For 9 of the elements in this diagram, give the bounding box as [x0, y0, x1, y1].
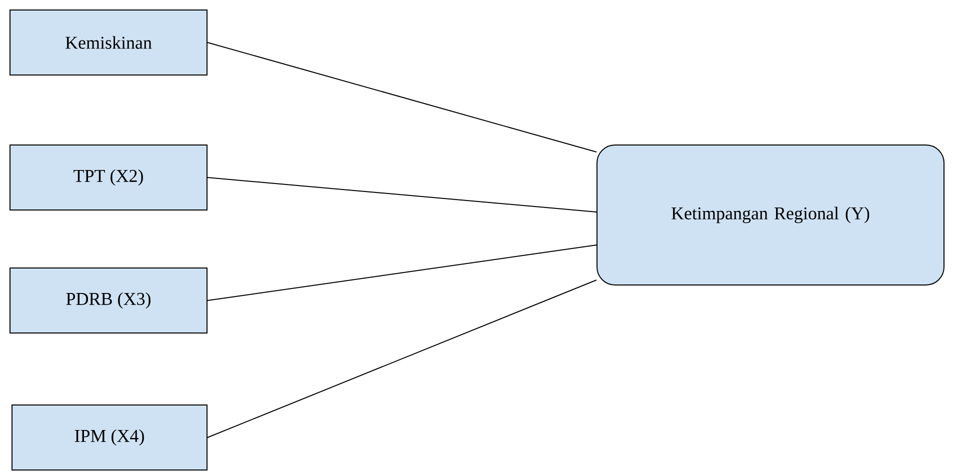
factor-box: IPM (X4) [12, 404, 208, 470]
result-box: Ketimpangan Regional (Y) [596, 144, 944, 286]
factor-box: TPT (X2) [10, 144, 208, 210]
connector-line [207, 42, 597, 152]
connector-line [207, 244, 597, 301]
connector-line [207, 177, 597, 212]
connector-line [207, 279, 597, 438]
factor-box: PDRB (X3) [10, 268, 208, 334]
factor-box: Kemiskinan [10, 10, 208, 76]
